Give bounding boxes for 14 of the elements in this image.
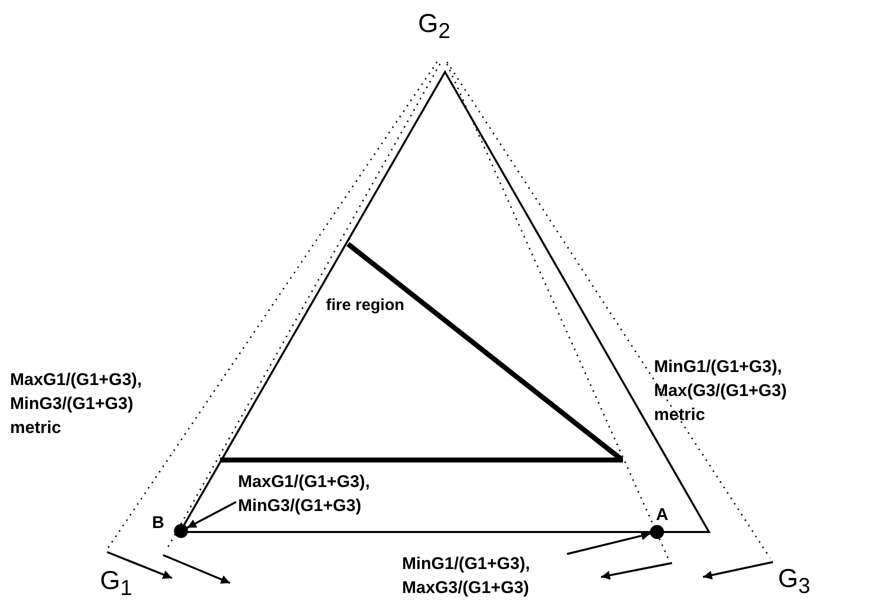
point-marker [650, 525, 664, 539]
point-marker [174, 524, 188, 538]
vertex-label: G$_{1}$ [100, 565, 132, 602]
callout-text: MinG1/(G1+G3), MaxG3/(G1+G3) [402, 552, 562, 600]
metric-label: MaxG1/(G1+G3), MinG3/(G1+G3) metric [10, 369, 143, 439]
leader-arrow [186, 501, 236, 529]
metric-label: MinG1/(G1+G3), Max(G3/(G1+G3) metric [654, 356, 788, 426]
point-label: A [656, 505, 668, 525]
callout-text: MaxG1/(G1+G3), MinG3/(G1+G3) [238, 470, 398, 518]
vertex-label: G$_{2}$ [418, 8, 450, 46]
region-label: fire region [326, 296, 404, 316]
point-label: B [152, 513, 164, 533]
vertex-label: G$_{3}$ [778, 563, 810, 600]
leader-arrow [566, 531, 650, 555]
